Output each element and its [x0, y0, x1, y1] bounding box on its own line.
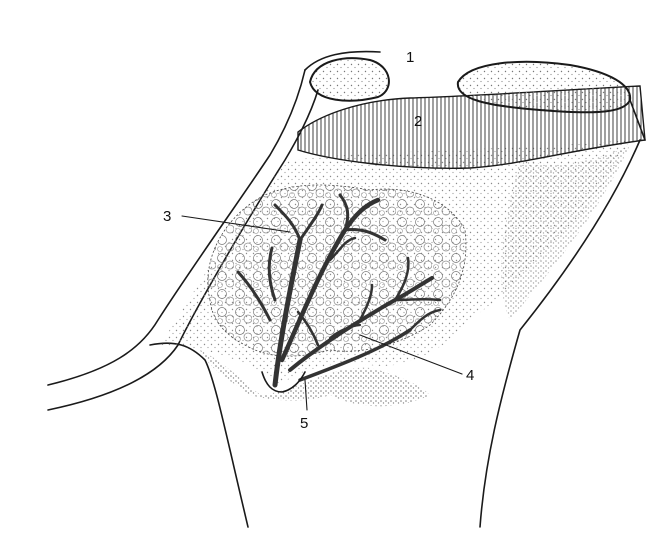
label-3: 3: [163, 208, 171, 225]
label-5: 5: [300, 415, 308, 432]
label-1: 1: [406, 49, 414, 66]
label-4: 4: [466, 367, 474, 384]
label-2: 2: [414, 113, 422, 130]
